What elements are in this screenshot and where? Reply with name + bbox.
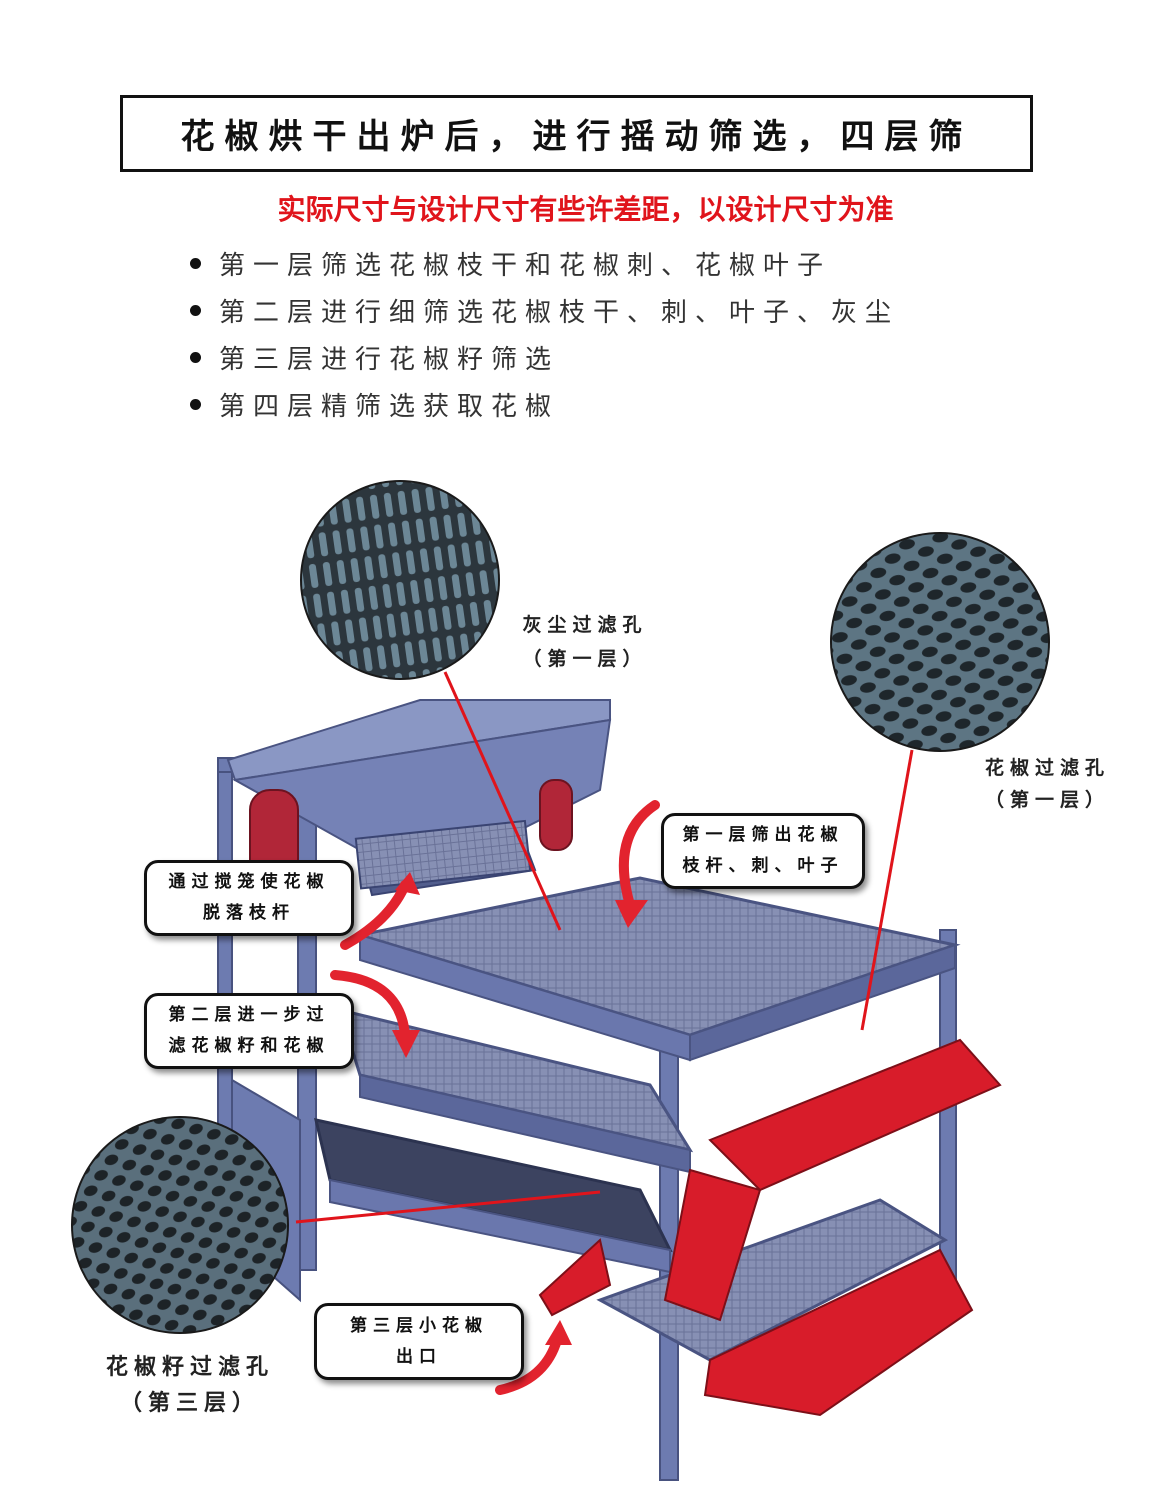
sieve-layer-3 [314, 1118, 673, 1274]
seed-hole-zoom [71, 1116, 289, 1334]
callout-line: 第二层进一步过 [168, 1005, 330, 1025]
dust-hole-label: 灰尘过滤孔 （第一层） [505, 608, 665, 676]
label-line: 灰尘过滤孔 [522, 614, 648, 636]
callout-line: 出口 [396, 1346, 442, 1367]
dust-hole-zoom [300, 480, 500, 680]
title-box: 花椒烘干出炉后，进行摇动筛选，四层筛 [120, 95, 1033, 172]
flow-arrows [330, 800, 660, 1395]
callout-line: 枝杆、刺、叶子 [682, 856, 844, 876]
layer-text: 第一层筛选花椒枝干和花椒刺、花椒叶子 [219, 251, 832, 281]
label-line: 花椒过滤孔 [984, 757, 1110, 779]
callout-cage: 通过搅笼使花椒 脱落枝杆 [144, 860, 354, 936]
callout-line: 脱落枝杆 [203, 903, 295, 923]
label-line: （第一层） [984, 789, 1110, 811]
callout-layer1: 第一层筛出花椒 枝杆、刺、叶子 [661, 813, 865, 889]
layer-list: 第一层筛选花椒枝干和花椒刺、花椒叶子 第二层进行细筛选花椒枝干、刺、叶子、灰尘 … [190, 240, 899, 428]
pepper-hole-label: 花椒过滤孔 （第一层） [965, 752, 1130, 816]
bullet-icon [190, 352, 201, 363]
label-line: （第一层） [522, 648, 648, 670]
layer-text: 第四层精筛选获取花椒 [219, 392, 560, 422]
layer-text: 第二层进行细筛选花椒枝干、刺、叶子、灰尘 [219, 298, 900, 328]
list-item: 第一层筛选花椒枝干和花椒刺、花椒叶子 [190, 240, 899, 287]
bullet-icon [190, 305, 201, 316]
label-line: （第三层） [119, 1391, 260, 1416]
bullet-icon [190, 258, 201, 269]
seed-hole-label: 花椒籽过滤孔 （第三层） [80, 1350, 300, 1422]
callout-layer2: 第二层进一步过 滤花椒籽和花椒 [144, 993, 354, 1069]
sieve-layer-1 [359, 876, 961, 1062]
size-notice: 实际尺寸与设计尺寸有些许差距，以设计尺寸为准 [277, 193, 894, 226]
list-item: 第三层进行花椒籽筛选 [190, 334, 899, 381]
sieve-layer-4 [596, 1198, 949, 1362]
page-title: 花椒烘干出炉后，进行摇动筛选，四层筛 [180, 117, 973, 157]
callout-line: 通过搅笼使花椒 [168, 872, 330, 892]
layer-text: 第三层进行花椒籽筛选 [219, 345, 560, 375]
drive-wheel [249, 779, 573, 881]
arrowhead-icons [392, 872, 648, 1345]
hopper [226, 699, 612, 897]
list-item: 第二层进行细筛选花椒枝干、刺、叶子、灰尘 [190, 287, 899, 334]
bullet-icon [190, 399, 201, 410]
callout-layer3: 第三层小花椒 出口 [314, 1303, 524, 1380]
pointer-lines [295, 671, 914, 1224]
label-line: 花椒籽过滤孔 [105, 1355, 274, 1380]
callout-line: 滤花椒籽和花椒 [168, 1036, 330, 1056]
discharge-chute [538, 1038, 1002, 1417]
pepper-hole-zoom [830, 532, 1050, 752]
callout-line: 第三层小花椒 [350, 1315, 488, 1336]
callout-line: 第一层筛出花椒 [682, 825, 844, 845]
list-item: 第四层精筛选获取花椒 [190, 381, 899, 428]
